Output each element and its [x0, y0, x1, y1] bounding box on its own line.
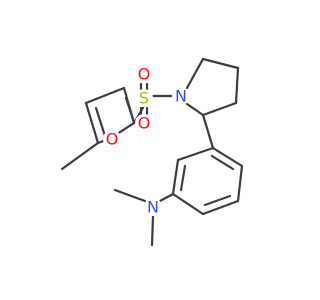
bond-phenyl-c4-c5 [201, 199, 240, 216]
atom-label-o: O [138, 114, 151, 133]
bond-ring-c3-c2 [201, 101, 238, 117]
bond-furan-c4-c3 [84, 86, 126, 105]
bond-furan-c5-c4-inner [94, 106, 107, 138]
atom-label-n: N [147, 198, 159, 217]
bond-phenyl-c1-c2 [176, 146, 215, 162]
bond-ring-c2-n [185, 102, 205, 117]
atom-sulfur: S [135, 89, 153, 108]
bond-ring-c5-c4 [201, 57, 240, 70]
atom-label-o: O [138, 65, 151, 84]
atom-furan-oxygen: O [103, 130, 121, 149]
atom-sulfonyl-oxygen-bottom: O [135, 114, 153, 133]
bond-phenyl-amine [158, 192, 175, 203]
atom-sulfonyl-oxygen-top: O [135, 65, 153, 84]
bond-layer [60, 57, 244, 247]
atom-amine-nitrogen: N [144, 198, 162, 217]
bond-pyrrolidine-phenyl [201, 113, 215, 150]
atom-label-layer: O S O N O N [103, 65, 190, 217]
bond-phenyl-c6-c1 [211, 146, 244, 168]
atom-label-n: N [175, 87, 187, 106]
molecule-drawing: O S O N O N [60, 57, 244, 247]
bond-phenyl-c2-c3-inner [179, 164, 187, 192]
bond-amine-methyl-left [113, 188, 147, 203]
bond-amine-methyl-down [150, 214, 155, 247]
structure-canvas: O S O N O N [60, 57, 244, 247]
bond-methyl-furan [60, 141, 100, 171]
bond-ring-c4-c3 [234, 66, 240, 105]
bond-phenyl-c5-c6 [236, 164, 244, 203]
bond-phenyl-c3-c4 [171, 192, 205, 216]
atom-label-o: O [106, 130, 119, 149]
bond-phenyl-c4-c5-inner [203, 194, 232, 207]
bond-phenyl-c2-c3 [171, 158, 180, 196]
bond-furan-c3-c2-inner [124, 96, 135, 121]
bond-phenyl-c6-c1-inner [210, 154, 235, 171]
atom-label-s: S [139, 89, 149, 108]
bond-n-ring-c5 [185, 57, 205, 90]
bond-furan-c5-c4 [84, 101, 100, 145]
atom-pyrrolidine-nitrogen: N [172, 87, 190, 106]
